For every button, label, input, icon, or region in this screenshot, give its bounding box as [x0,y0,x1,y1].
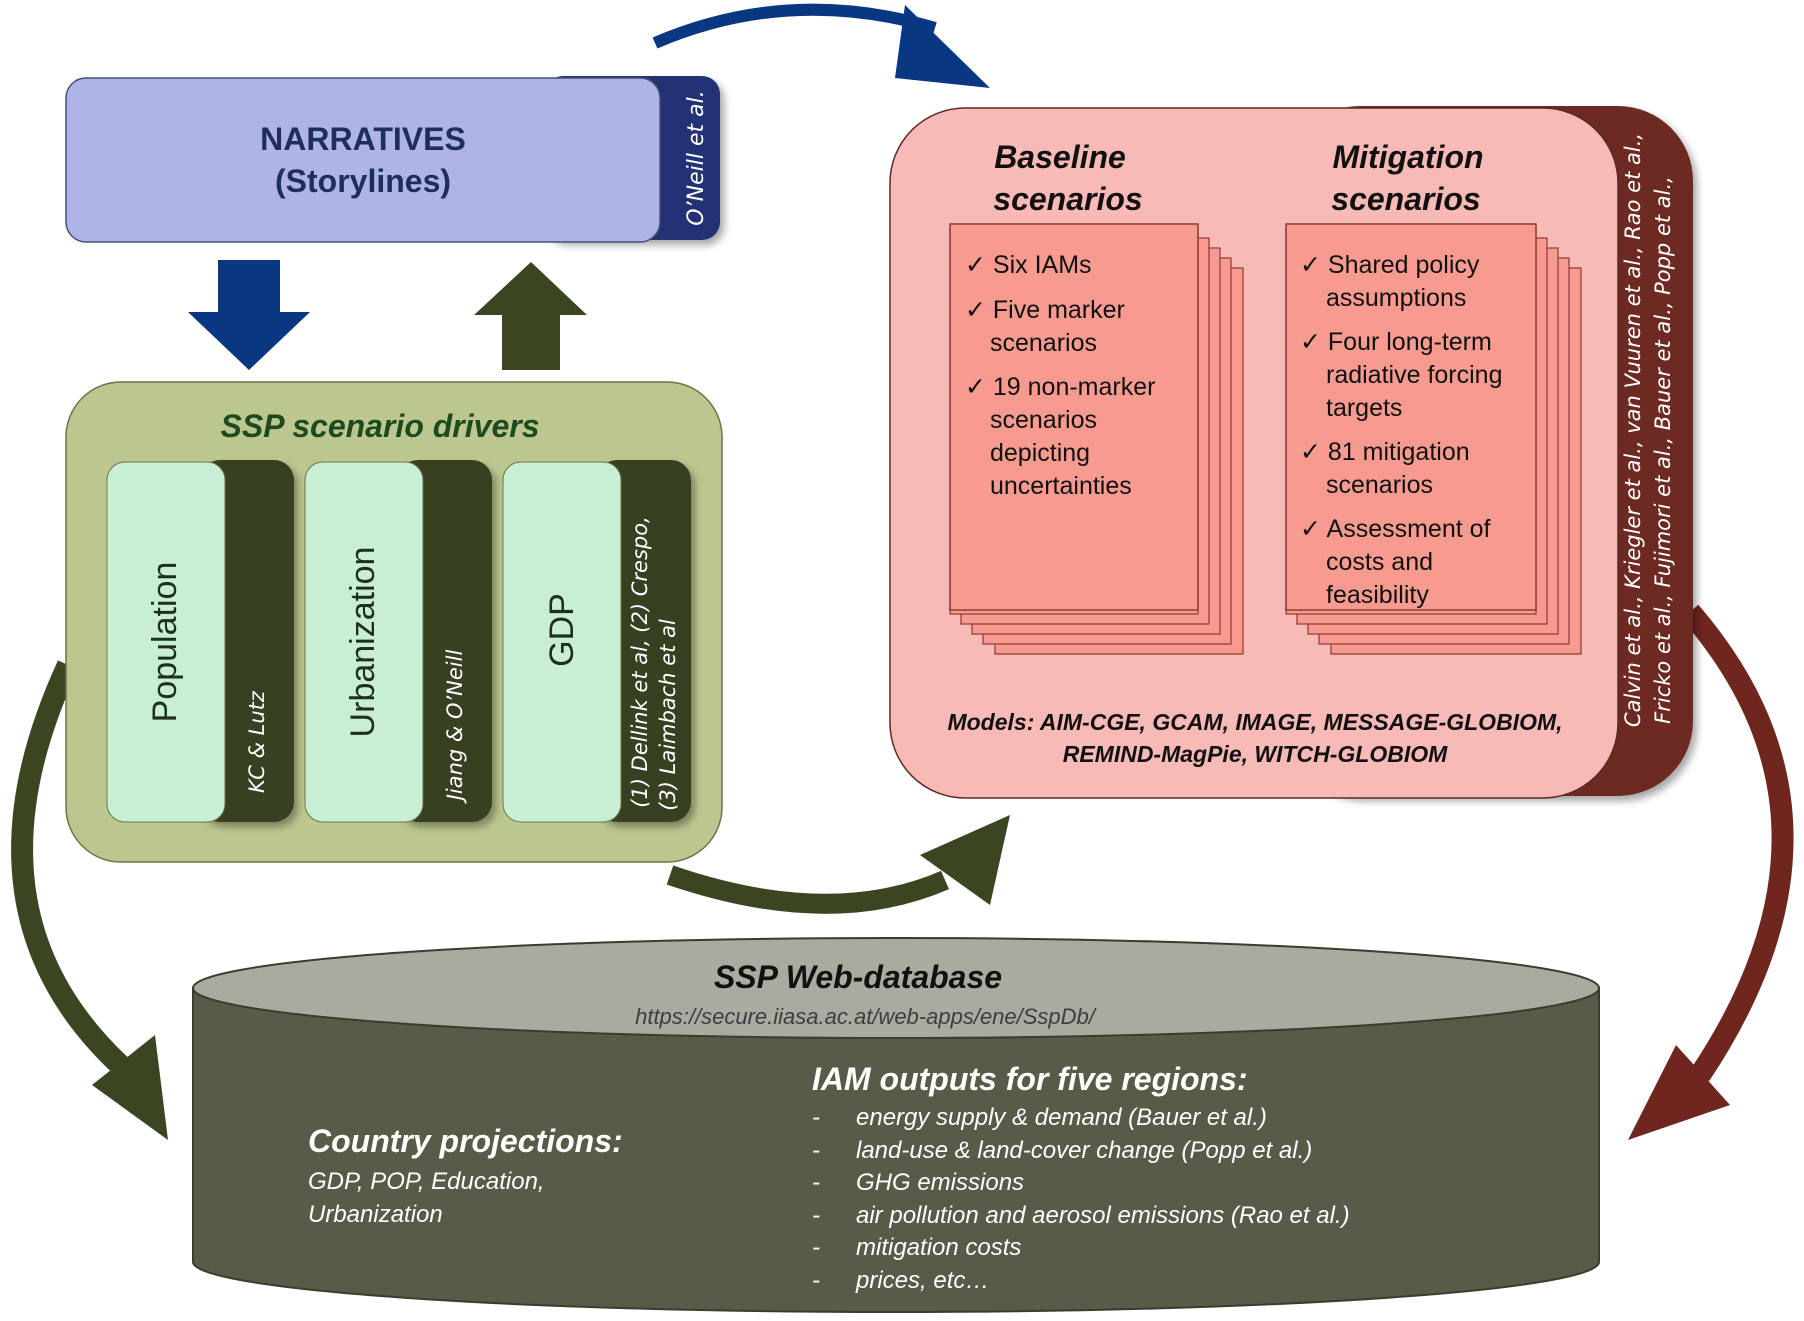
baseline-page-stack [949,223,1244,655]
driver-card-gdp: GDP (1) Dellink et al, (2) Crespo, (3) L… [502,460,691,823]
baseline-item-3-cont-1: scenarios [990,406,1097,434]
mitigation-item-4-cont-2: feasibility [1326,581,1429,609]
baseline-item-3-cont-2: depicting [990,439,1090,467]
narratives-box: NARRATIVES (Storylines) O’Neill et al. [65,76,720,243]
mitigation-subtitle: scenarios [1331,181,1480,217]
iam-dash-3: - [812,1169,820,1196]
mitigation-item-2: ✓ Four long-term [1300,328,1492,356]
mitigation-item-4: ✓ Assessment of [1300,515,1491,543]
iam-outputs-list: - energy supply & demand (Bauer et al.) … [812,1104,1350,1294]
database-title: SSP Web-database [714,959,1002,995]
baseline-item-2-cont: scenarios [990,329,1097,357]
models-line-1: Models: AIM-CGE, GCAM, IMAGE, MESSAGE-GL… [947,709,1562,735]
population-citation: KC & Lutz [245,690,269,793]
baseline-title: Baseline [994,139,1126,175]
iam-outputs-title: IAM outputs for five regions: [812,1061,1248,1097]
iam-item-1: energy supply & demand (Bauer et al.) [856,1104,1267,1131]
population-card [106,461,226,823]
iam-dash-5: - [812,1234,820,1261]
baseline-item-2: ✓ Five marker [965,296,1125,324]
iam-dash-6: - [812,1267,820,1294]
arrow-top-curved [652,3,990,88]
scenarios-citation-line2: Fricko et al., Fujimori et al., Bauer et… [1651,176,1675,724]
baseline-list: ✓ Six IAMs ✓ Five marker scenarios ✓ 19 … [965,251,1155,500]
baseline-item-3-cont-3: uncertainties [990,472,1132,500]
gdp-citation-line2: (3) Laimbach et al [656,619,680,811]
mitigation-title: Mitigation [1332,139,1483,175]
driver-card-population: Population KC & Lutz [106,460,294,823]
scenarios-citation-line1: Calvin et al., Kriegler et al., van Vuur… [1621,133,1645,727]
mitigation-item-2-cont-2: targets [1326,394,1402,422]
iam-item-2: land-use & land-cover change (Popp et al… [856,1137,1312,1164]
arrow-middle-curved [666,815,1010,914]
database-top [192,937,1600,1039]
narratives-title: NARRATIVES [260,121,466,157]
driver-card-urbanization: Urbanization Jiang & O’Neill [304,460,492,823]
drivers-panel: SSP scenario drivers Population KC & Lut… [65,381,723,863]
mitigation-item-2-cont-1: radiative forcing [1326,361,1502,389]
models-line-2: REMIND-MagPie, WITCH-GLOBIOM [1063,741,1448,767]
mitigation-list: ✓ Shared policy assumptions ✓ Four long-… [1300,251,1502,609]
iam-item-6: prices, etc… [855,1267,989,1294]
narratives-citation: O’Neill et al. [684,90,709,225]
gdp-citation-line1: (1) Dellink et al, (2) Crespo, [628,516,652,807]
baseline-subtitle: scenarios [993,181,1142,217]
population-label: Population [146,562,184,723]
scenarios-panel: Calvin et al., Kriegler et al., van Vuur… [889,106,1693,799]
mitigation-item-4-cont-1: costs and [1326,548,1433,576]
baseline-item-3: ✓ 19 non-marker [965,373,1155,401]
mitigation-page-stack [1285,223,1582,655]
country-projections-title: Country projections: [308,1123,623,1159]
database-body [192,987,1600,1313]
urbanization-card [304,461,424,823]
mitigation-page-front [1285,223,1537,611]
mitigation-item-3: ✓ 81 mitigation [1300,438,1470,466]
database-url[interactable]: https://secure.iiasa.ac.at/web-apps/ene/… [635,1004,1097,1029]
iam-item-3: GHG emissions [856,1169,1024,1196]
urbanization-citation: Jiang & O’Neill [443,650,467,805]
arrow-down-blue [188,260,310,370]
arrow-right-curved [1628,604,1794,1140]
baseline-page-front [949,223,1199,611]
mitigation-item-3-cont: scenarios [1326,471,1433,499]
mitigation-item-1-cont: assumptions [1326,284,1466,312]
iam-dash-4: - [812,1202,820,1229]
drivers-title: SSP scenario drivers [221,408,540,444]
arrow-up-green [474,262,587,370]
urbanization-label: Urbanization [344,547,382,738]
iam-dash-2: - [812,1137,820,1164]
mitigation-item-1: ✓ Shared policy [1300,251,1480,279]
narratives-panel [65,77,661,243]
baseline-item-1: ✓ Six IAMs [965,251,1092,279]
arrow-left-curved [11,660,168,1140]
narratives-subtitle: (Storylines) [275,163,451,199]
country-projections-line-2: Urbanization [308,1201,443,1228]
iam-dash-1: - [812,1104,820,1131]
country-projections-line-1: GDP, POP, Education, [308,1168,545,1195]
gdp-card [502,461,622,823]
gdp-label: GDP [543,593,581,667]
iam-item-5: mitigation costs [856,1234,1021,1261]
database-cylinder: SSP Web-database https://secure.iiasa.ac… [192,937,1600,1313]
iam-item-4: air pollution and aerosol emissions (Rao… [856,1202,1350,1229]
